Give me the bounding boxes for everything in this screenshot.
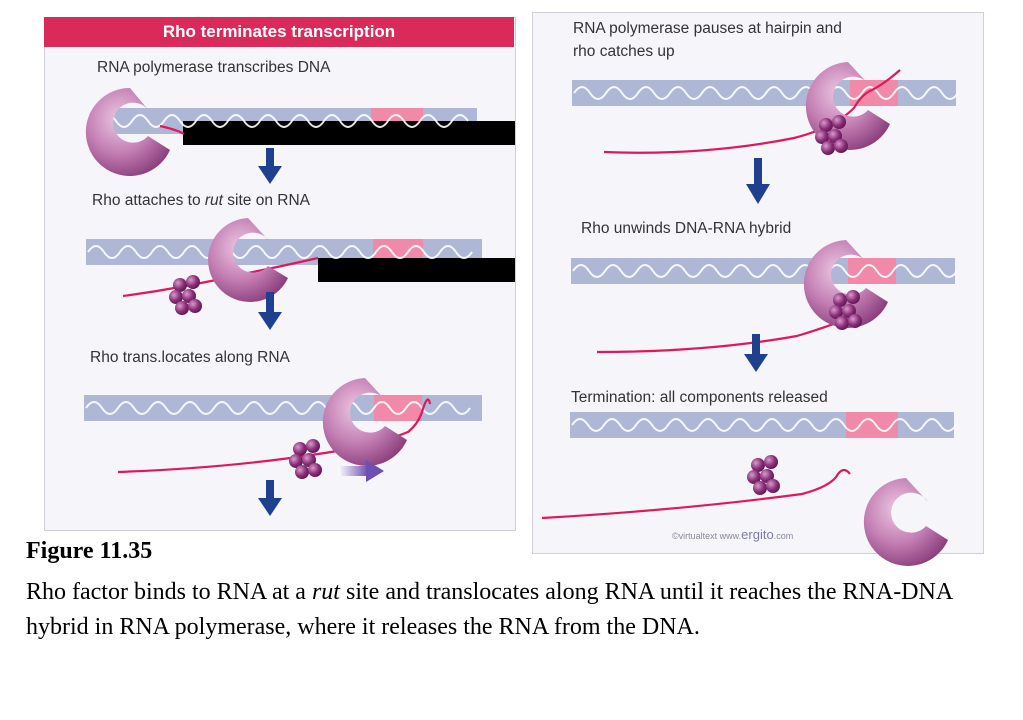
rna-polymerase-icon — [803, 240, 888, 328]
rna-polymerase-icon — [322, 378, 407, 466]
credit-line: ©virtualtext www.ergito.com — [672, 527, 794, 542]
rna-strand — [159, 124, 185, 135]
step-label-translocates: Rho trans.locates along RNA — [90, 349, 290, 366]
helix-curve — [85, 401, 471, 415]
rho-factor-icon — [747, 455, 780, 495]
helix-curve — [99, 114, 469, 128]
rna-strand — [541, 468, 851, 520]
down-arrow-icon — [258, 480, 282, 516]
rho-factor-icon — [169, 275, 202, 315]
step-label-termination: Termination: all components released — [571, 389, 828, 406]
rho-factor-icon — [829, 290, 862, 330]
down-arrow-icon — [744, 334, 768, 372]
helix-curve — [571, 418, 957, 432]
rut-site — [374, 395, 422, 421]
helix-curve — [87, 245, 473, 259]
step-label-rho-attaches: Rho attaches to rut site on RNA — [92, 192, 310, 209]
helix-curve — [572, 264, 958, 278]
black-bar — [318, 258, 515, 282]
rna-polymerase-icon — [863, 478, 948, 566]
black-bar — [183, 121, 515, 145]
rho-factor-icon — [815, 115, 848, 155]
figure-caption: Rho factor binds to RNA at a rut site an… — [26, 579, 952, 640]
step-label-transcribes: RNA polymerase transcribes DNA — [97, 59, 331, 76]
panel-title: Rho terminates transcription — [44, 17, 514, 47]
step-label-unwinds: Rho unwinds DNA-RNA hybrid — [581, 220, 792, 237]
rna-polymerase-icon — [85, 87, 170, 176]
down-arrow-icon — [746, 158, 770, 204]
rut-site — [846, 412, 898, 438]
helix-curve — [573, 86, 959, 100]
down-arrow-icon — [258, 148, 282, 184]
rho-factor-icon — [289, 439, 322, 479]
translocation-arrow-icon — [338, 460, 384, 482]
rna-polymerase-icon — [208, 218, 288, 302]
rut-site — [848, 258, 896, 284]
figure-title: Figure 11.35 — [26, 538, 153, 564]
down-arrow-icon — [258, 292, 282, 330]
